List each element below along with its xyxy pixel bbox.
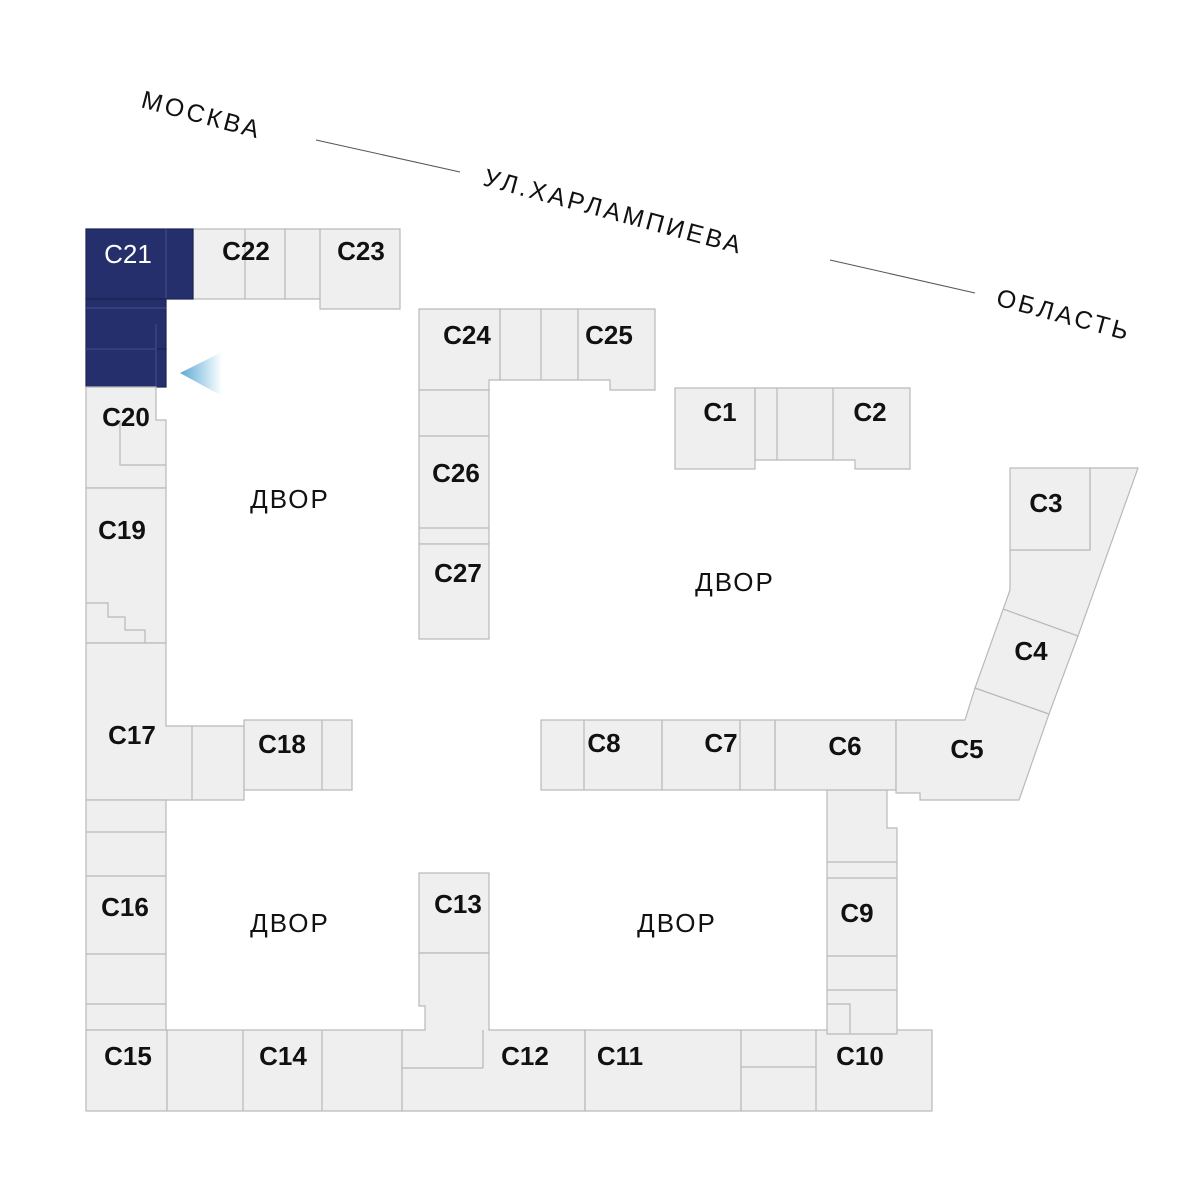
courtyard-label-northwest: ДВОР	[250, 484, 330, 514]
building-label-c19: C19	[98, 515, 146, 545]
building-c22[interactable]	[192, 228, 286, 300]
building-label-c5: C5	[950, 734, 983, 764]
building-label-c8: C8	[587, 728, 620, 758]
building-c5[interactable]	[895, 687, 1050, 801]
building-c12[interactable]	[401, 952, 586, 1112]
building-label-c2: C2	[853, 397, 886, 427]
building-c7[interactable]	[661, 719, 776, 791]
building-c3[interactable]	[1009, 467, 1091, 551]
building-label-c18: C18	[258, 729, 306, 759]
street-label-group: МОСКВА УЛ.ХАРЛАМПИЕВА ОБЛАСТЬ	[138, 86, 1134, 347]
building-label-c4: C4	[1014, 636, 1048, 666]
building-label-c20: C20	[102, 402, 150, 432]
street-label-oblast: ОБЛАСТЬ	[993, 284, 1134, 347]
building-c27[interactable]	[418, 543, 490, 640]
courtyard-label-southwest: ДВОР	[250, 908, 330, 938]
building-label-c13: C13	[434, 889, 482, 919]
building-c10[interactable]	[740, 1029, 933, 1112]
building-label-c10: C10	[836, 1041, 884, 1071]
building-label-c9: C9	[840, 898, 873, 928]
building-label-c23: C23	[337, 236, 385, 266]
building-label-c17: C17	[108, 720, 156, 750]
building-label-c25: C25	[585, 320, 633, 350]
building-label-c26: C26	[432, 458, 480, 488]
building-label-c12: C12	[501, 1041, 549, 1071]
street-line-1	[315, 139, 461, 173]
building-c25[interactable]	[499, 308, 656, 391]
building-label-c1: C1	[703, 397, 736, 427]
building-label-c7: C7	[704, 728, 737, 758]
courtyard-label-northeast: ДВОР	[695, 567, 775, 597]
street-label-moscow: МОСКВА	[138, 86, 264, 145]
building-label-c6: C6	[828, 731, 861, 761]
building-label-c14: C14	[259, 1041, 307, 1071]
courtyard-label-southeast: ДВОР	[637, 908, 717, 938]
building-c26[interactable]	[418, 389, 490, 545]
building-c19[interactable]	[85, 487, 167, 644]
building-c16[interactable]	[85, 799, 167, 1031]
building-c8[interactable]	[540, 719, 663, 791]
building-label-c21: C21	[104, 239, 152, 269]
building-label-c24: C24	[443, 320, 491, 350]
building-c23[interactable]	[284, 228, 401, 310]
building-label-c16: C16	[101, 892, 149, 922]
building-c21[interactable]	[85, 228, 194, 388]
building-label-c22: C22	[222, 236, 270, 266]
street-label-name: УЛ.ХАРЛАМПИЕВА	[480, 164, 746, 260]
building-c6[interactable]	[774, 719, 897, 791]
building-c15[interactable]	[85, 1029, 168, 1112]
view-direction-icon	[180, 352, 222, 396]
building-c18[interactable]	[243, 719, 353, 791]
building-label-c11: C11	[597, 1041, 643, 1071]
building-c13[interactable]	[418, 872, 490, 954]
building-c11[interactable]	[584, 1029, 742, 1112]
building-label-c15: C15	[104, 1041, 152, 1071]
building-c2[interactable]	[754, 387, 911, 470]
building-label-c3: C3	[1029, 488, 1062, 518]
street-line-2	[829, 259, 976, 294]
building-c1[interactable]	[674, 387, 756, 470]
building-label-c27: C27	[434, 558, 482, 588]
building-c14[interactable]	[166, 1029, 403, 1112]
building-c9[interactable]	[826, 789, 898, 1035]
